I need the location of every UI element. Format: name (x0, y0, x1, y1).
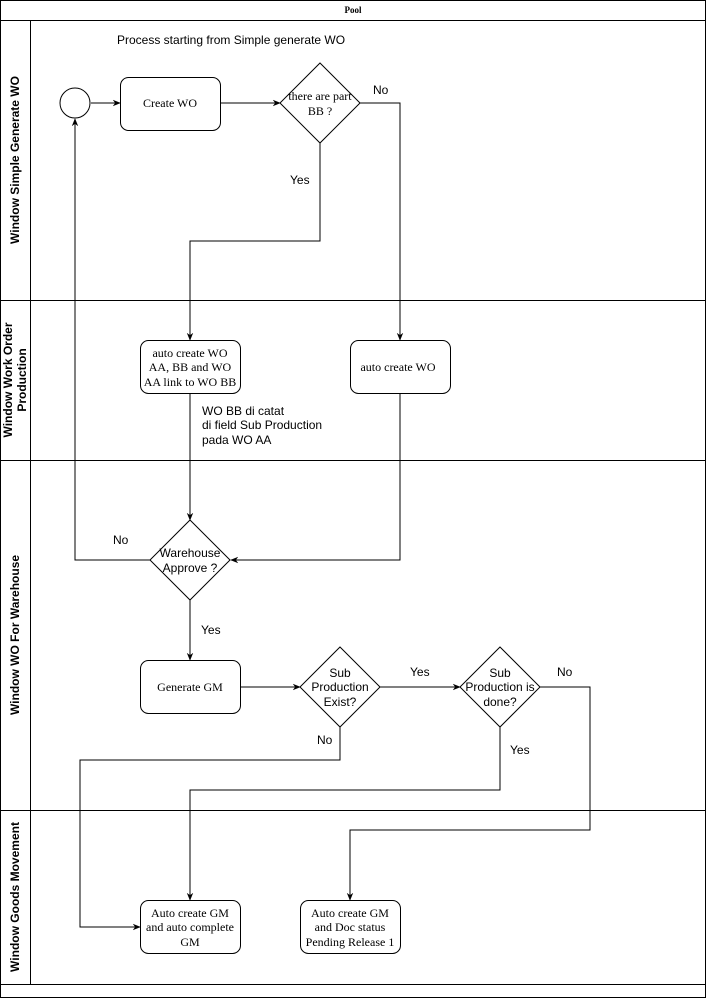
gateway-label-line-3: done? (483, 695, 517, 709)
edge-sub-done-yes (186, 727, 501, 901)
edge-label-no: No (373, 83, 389, 97)
edge-sub-done-no (346, 686, 591, 901)
task-auto-create-wo-aa-bb[interactable]: auto create WO AA, BB and WO AA link to … (140, 340, 241, 394)
edge-label-no: No (317, 733, 333, 747)
lane-label: Window Goods Movement (8, 822, 22, 972)
task-label-line-3: Pending Release 1 (306, 935, 395, 949)
lane-label-line-1: Window Work Order (1, 322, 15, 437)
gateway-label-line-1: there are part (288, 89, 352, 103)
process-note: Process starting from Simple generate WO (117, 33, 345, 47)
edge-part-bb-no (360, 102, 404, 341)
task-label-line-3: GM (180, 935, 200, 949)
task-label-line-3: AA link to WO BB (144, 375, 236, 389)
gateway-label-line-1: Sub (329, 666, 351, 680)
start-event[interactable] (59, 87, 91, 119)
edge-label-yes: Yes (201, 623, 221, 637)
gateway-part-bb[interactable]: there are part BB ? (279, 62, 361, 144)
task-label-line-2: and Doc status (315, 920, 386, 934)
task-label-line-2: AA, BB and WO (149, 360, 232, 374)
gateway-label-line-2: Approve ? (163, 561, 218, 575)
task-generate-gm[interactable]: Generate GM (140, 660, 241, 714)
task-label: Generate GM (157, 680, 223, 694)
wo-bb-note: WO BB di catat di field Sub Production p… (202, 404, 322, 447)
edge-auto-wo-to-warehouse (230, 394, 401, 564)
task-auto-create-wo[interactable]: auto create WO (350, 340, 451, 394)
gateway-label-line-2: BB ? (308, 104, 332, 118)
lane-label-line-2: Production (15, 348, 29, 411)
lane-goods-movement: Window Goods Movement (8, 822, 22, 972)
lane-work-order-production: Window Work Order Production (1, 322, 29, 437)
gateway-label-line-2: Production is (465, 680, 534, 694)
edge-label-no: No (557, 665, 573, 679)
lane-simple-generate-wo: Window Simple Generate WO (8, 76, 22, 244)
note-line-1: WO BB di catat (202, 404, 285, 418)
task-auto-create-gm-complete[interactable]: Auto create GM and auto complete GM (140, 900, 241, 954)
gateway-label-line-2: Production (311, 680, 368, 694)
gateway-warehouse-approve[interactable]: Warehouse Approve ? (149, 519, 231, 601)
gateway-label-line-1: Sub (489, 666, 511, 680)
note-line-2: di field Sub Production (202, 418, 322, 432)
edge-label-yes: Yes (510, 743, 530, 757)
task-label: Create WO (143, 96, 197, 110)
edge-part-bb-yes (186, 143, 321, 341)
lane-label: Window Simple Generate WO (8, 76, 22, 244)
task-label-line-1: Auto create GM (311, 906, 389, 920)
pool-title: Pool (345, 5, 362, 15)
gateway-label-line-3: Exist? (324, 695, 357, 709)
task-create-wo[interactable]: Create WO (120, 77, 221, 131)
edge-warehouse-no (71, 118, 150, 561)
lane-label: Window WO For Warehouse (8, 555, 22, 715)
edge-label-no: No (113, 533, 129, 547)
edge-sub-exist-no (79, 727, 341, 931)
note-line-3: pada WO AA (202, 433, 271, 447)
task-auto-create-gm-pending[interactable]: Auto create GM and Doc status Pending Re… (300, 900, 401, 954)
lane-wo-for-warehouse: Window WO For Warehouse (8, 555, 22, 715)
task-label-line-1: auto create WO (152, 346, 227, 360)
edge-label-yes: Yes (410, 665, 430, 679)
gateway-sub-production-exist[interactable]: Sub Production Exist? (299, 646, 381, 728)
task-label: auto create WO (360, 360, 435, 374)
task-label-line-1: Auto create GM (151, 906, 229, 920)
gateway-sub-production-done[interactable]: Sub Production is done? (459, 646, 541, 728)
edge-label-yes: Yes (290, 173, 310, 187)
task-label-line-2: and auto complete (146, 920, 234, 934)
gateway-label-line-1: Warehouse (160, 546, 221, 560)
